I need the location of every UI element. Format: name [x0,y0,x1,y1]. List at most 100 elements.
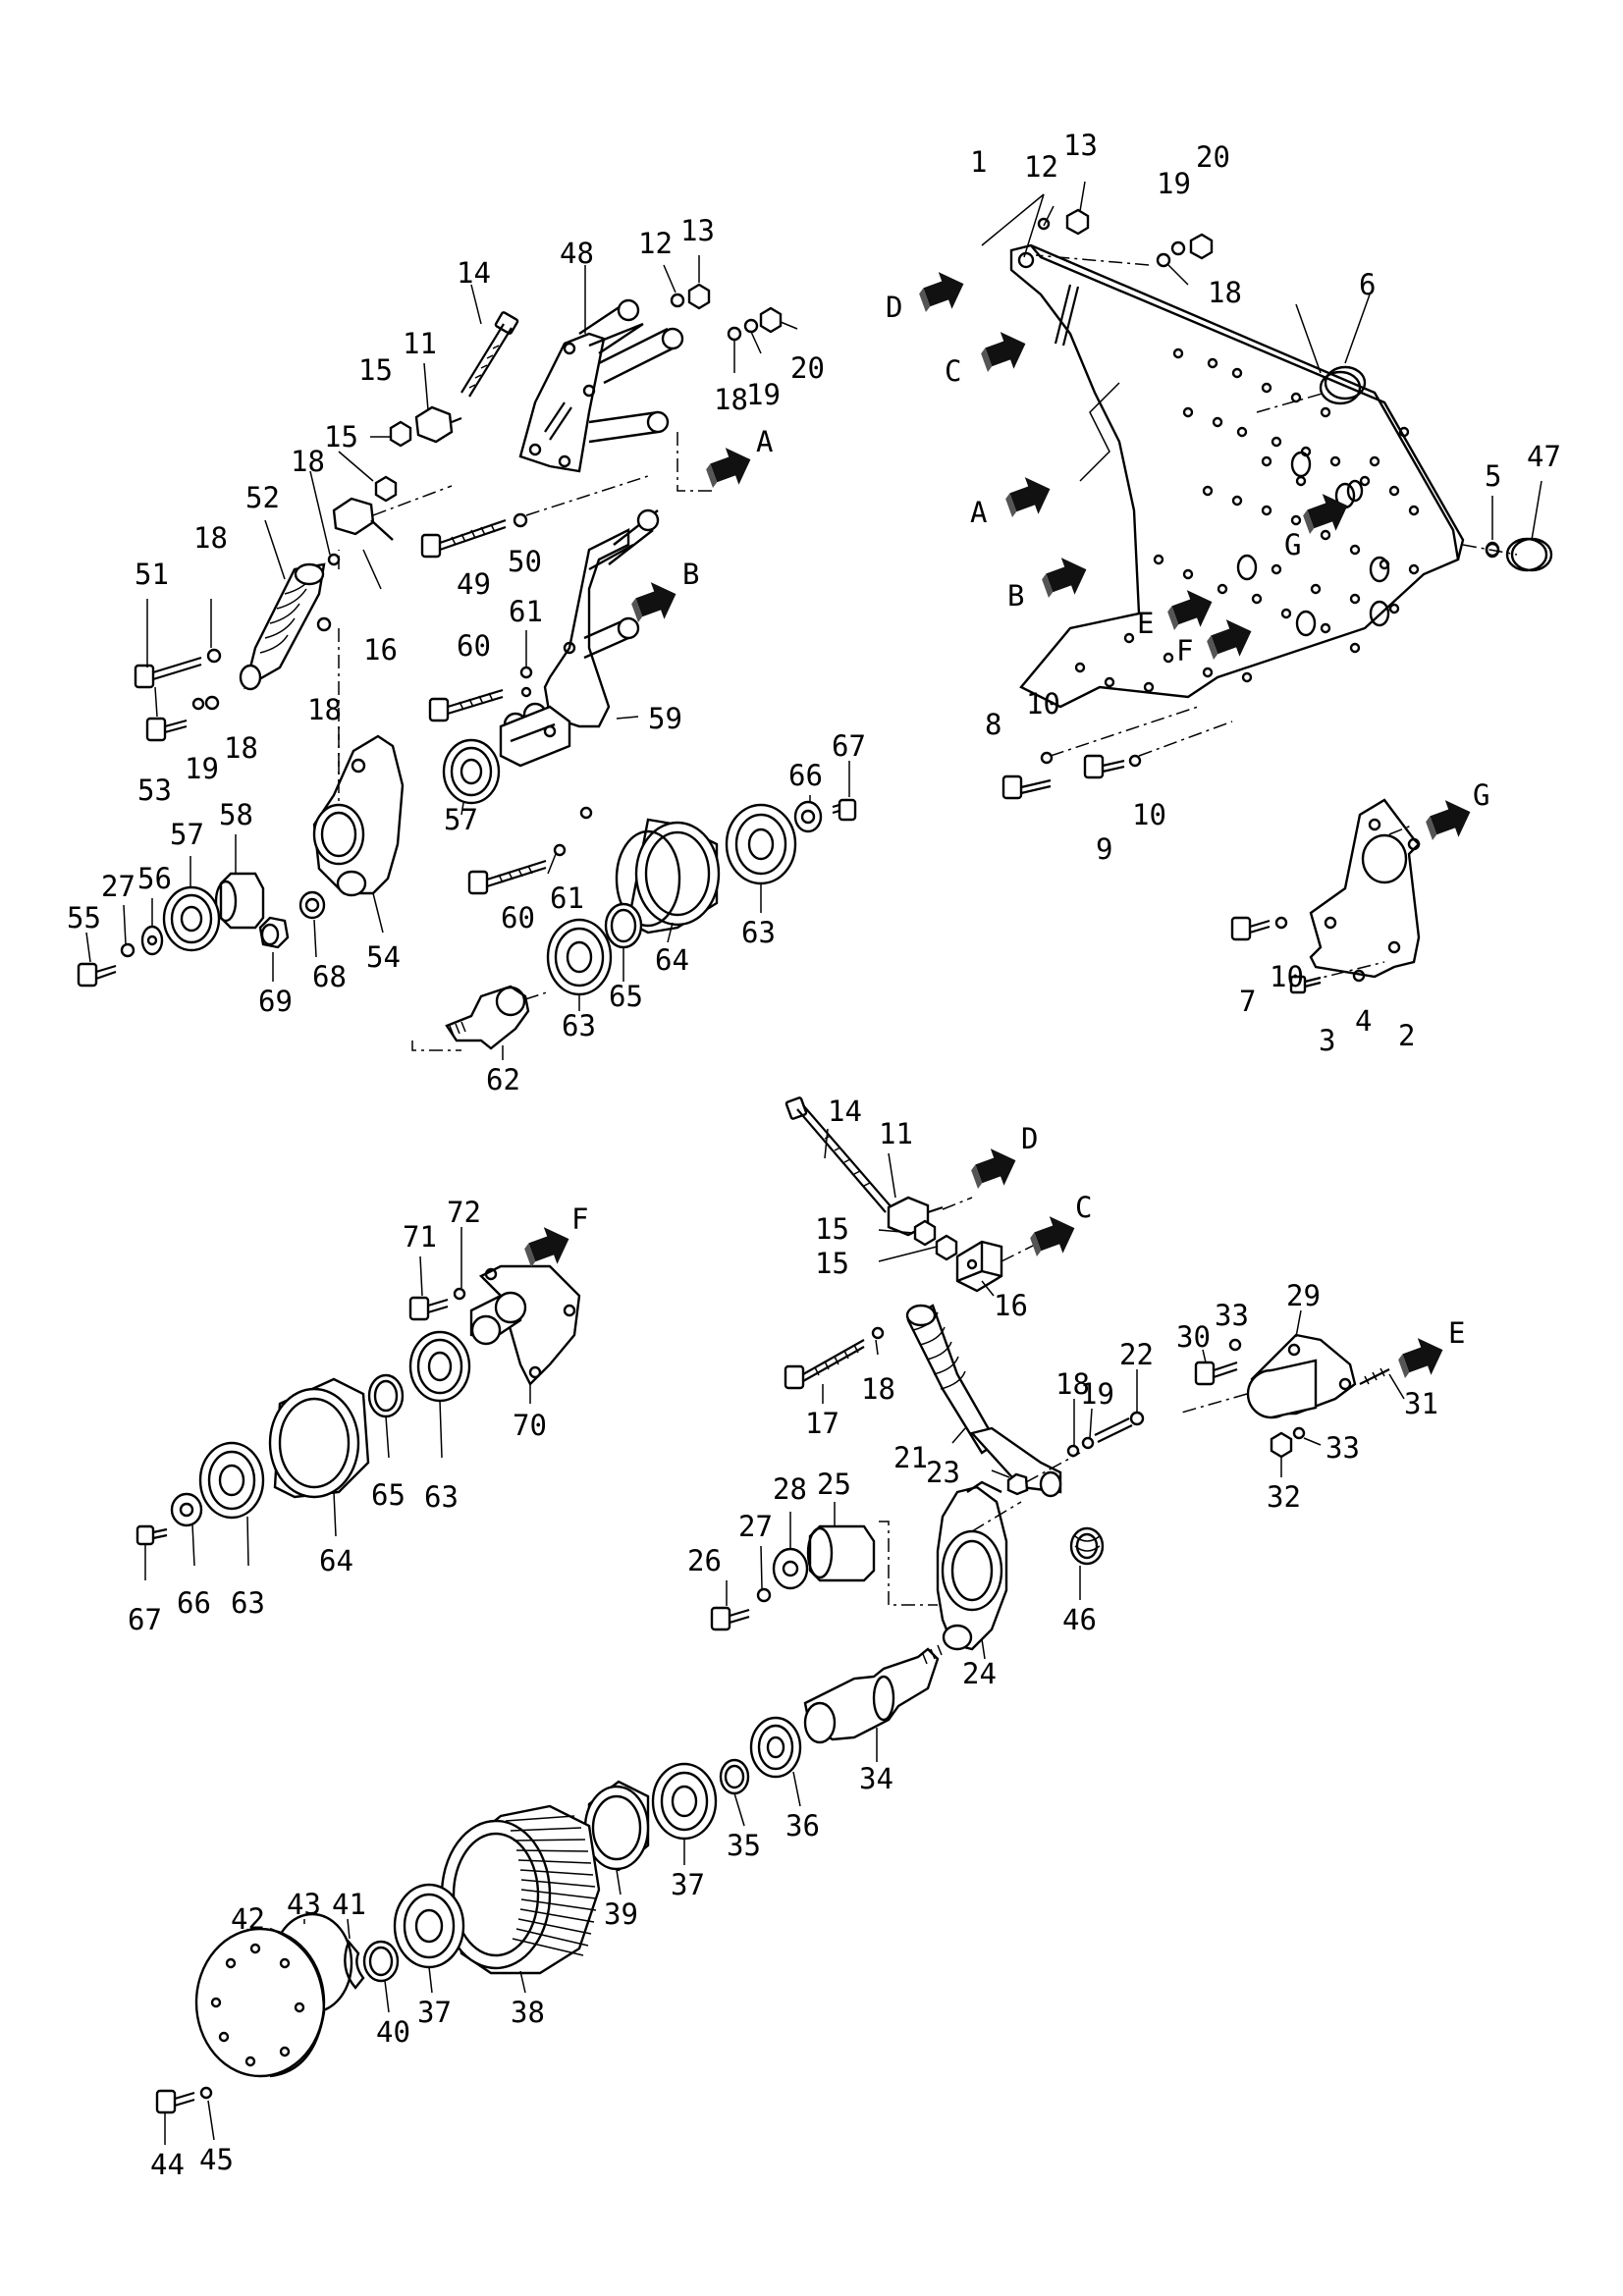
arrow-A-left [701,441,758,494]
drum-64-upper [615,818,721,943]
part-number: 43 [287,1888,321,1921]
part-number: 15 [358,353,393,387]
part-number: 61 [550,881,584,915]
part-number: 55 [67,901,101,934]
part-number: 67 [832,729,866,763]
bottom-drum-assembly [155,1644,943,2145]
part-number: 27 [101,870,135,903]
part-number: 57 [170,818,204,851]
arrow-label: B [682,558,699,591]
part-number: 38 [511,1996,545,2029]
bearing-36 [749,1716,802,1807]
part-number: 20 [1196,140,1230,174]
part-number: 58 [219,798,253,831]
part-number: 5 [1485,459,1501,493]
part-number: 16 [363,633,398,667]
part-number: 16 [994,1289,1028,1322]
part-number: 66 [177,1586,211,1620]
part-number: 12 [1024,150,1058,184]
arrow-B-plate [1037,551,1094,604]
part-number: 54 [366,940,401,974]
d-c-e-assembly [710,1096,1405,1660]
part-number: 52 [245,481,280,514]
part-number: 37 [671,1868,705,1901]
arrow-C-mid [1025,1209,1082,1262]
sleeve-39 [583,1780,650,1896]
arrow-label: B [1007,579,1024,613]
part-number-labels: 1 12 13 19 20 18 6 47 5 8 10 9 10 7 10 3… [67,129,1561,2181]
part-number: 18 [193,521,228,555]
part-number: 64 [319,1544,353,1577]
part-number: 18 [1208,276,1242,309]
bearing-63-mid-a [408,1330,471,1459]
arrow-label: D [886,291,902,324]
o-ring-5 [1485,541,1500,559]
part-number: 26 [687,1544,722,1577]
part-number: 66 [788,759,823,792]
part-number: 35 [727,1829,761,1862]
part-number: 45 [199,2143,234,2176]
shaft-34 [803,1644,943,1762]
part-number: 6 [1359,268,1376,301]
part-number: 19 [185,752,219,785]
arrow-label: F [1176,634,1193,667]
part-number: 39 [604,1897,638,1931]
part-number: 69 [258,985,293,1018]
bearing-37-lower [393,1883,465,1994]
shaft-62 [445,985,530,1060]
part-number: 34 [859,1762,893,1795]
part-number: 29 [1286,1279,1321,1312]
part-number: 22 [1119,1338,1154,1371]
part-number: 50 [508,545,542,578]
part-number: 11 [879,1117,913,1150]
part-number: 2 [1398,1019,1415,1052]
part-number: 19 [746,378,781,411]
bearing-63-upper-left [546,918,613,1011]
arrow-label: C [1075,1191,1092,1224]
part-number: 10 [1026,687,1060,721]
part-number: 46 [1062,1603,1097,1636]
arrow-F-mid [519,1220,576,1273]
part-number: 8 [985,708,1001,741]
part-number: 63 [231,1586,265,1620]
bearing-57-upper [442,738,501,816]
part-number: 67 [128,1603,162,1636]
part-number: 31 [1404,1387,1438,1420]
bearing-37-upper [651,1762,718,1865]
part-number: 49 [457,567,491,601]
part-number: 47 [1527,440,1561,473]
part-number: 61 [509,595,543,628]
part-number: 65 [609,980,643,1013]
part-number: 53 [137,774,172,807]
part-number: 60 [457,629,491,663]
arrow-D-plate [914,265,971,318]
part-number: 4 [1355,1004,1372,1038]
bushing-58 [214,834,265,930]
arrow-label: D [1021,1122,1038,1155]
part-number: 51 [135,558,169,591]
main-plate [1009,243,1460,709]
part-number: 41 [332,1888,366,1921]
part-number: 10 [1132,798,1166,831]
arrow-C-plate [976,325,1033,378]
o-ring-6 [1324,365,1367,400]
arrow-A-plate [1001,470,1057,523]
bracket-plate-2 [1230,798,1421,994]
part-number: 44 [150,2148,185,2181]
f-assembly [135,1227,581,1580]
bolt-9 [1083,754,1125,779]
arrow-label: A [756,425,773,458]
part-number: 62 [486,1063,520,1096]
part-number: 30 [1176,1320,1211,1354]
arrow-label: G [1284,528,1301,561]
part-number: 15 [815,1212,849,1246]
snap-ring-41 [344,1939,365,1990]
bearing-57-lower [162,856,221,952]
part-number: 13 [1063,129,1098,162]
part-number: 25 [817,1468,851,1501]
part-number: 14 [828,1095,862,1128]
part-number: 15 [815,1247,849,1280]
part-number: 68 [312,960,347,993]
part-number: 59 [648,702,682,735]
